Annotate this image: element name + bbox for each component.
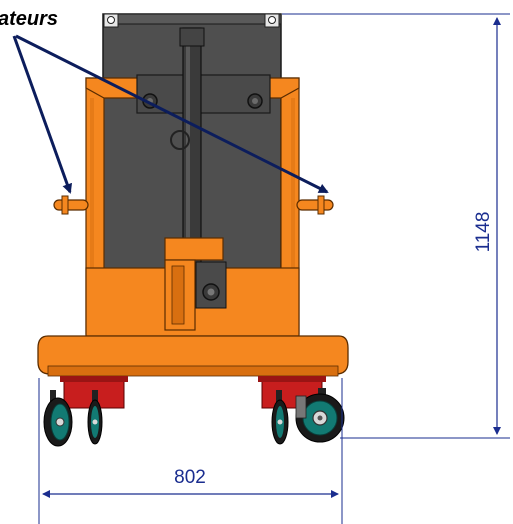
callout-arrows	[12, 34, 329, 194]
callout-label: ateurs	[0, 8, 58, 30]
width-dimension	[38, 378, 343, 524]
caster-wheel-left-outer	[43, 390, 73, 447]
caster-wheel-right-inner	[271, 390, 289, 445]
top-bolt-left	[103, 13, 119, 28]
width-dimension-value: 802	[174, 467, 206, 488]
base-platform	[37, 335, 349, 377]
right-handle	[296, 195, 334, 215]
top-bolt-right	[264, 13, 280, 28]
left-handle	[53, 195, 89, 215]
height-dimension	[282, 13, 510, 439]
height-dimension-value: 1148	[473, 212, 494, 253]
caster-wheel-right-outer	[295, 388, 345, 443]
caster-wheel-left-inner	[87, 390, 103, 445]
mast-bracket	[136, 74, 271, 114]
